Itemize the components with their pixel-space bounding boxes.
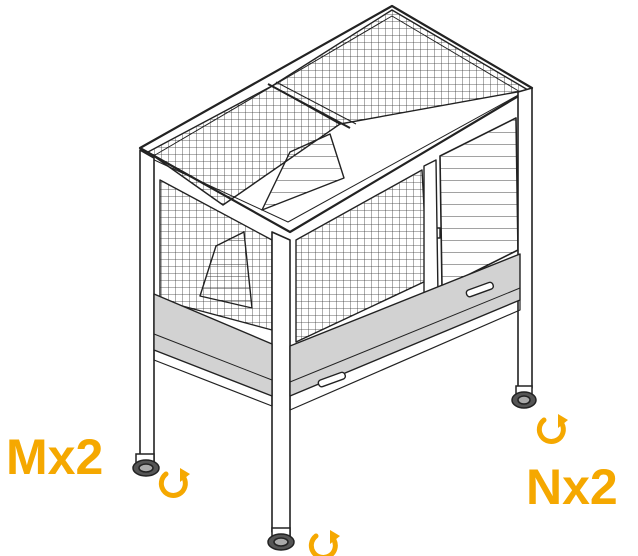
post-front-left bbox=[139, 149, 155, 465]
post-front-mid bbox=[271, 231, 291, 537]
caster-wheel-icon bbox=[511, 385, 537, 409]
label-n-quantity: Nx2 bbox=[526, 459, 618, 515]
caster-wheel-icon bbox=[267, 527, 295, 551]
caster-wheel-icon bbox=[132, 453, 160, 477]
lid-divider bbox=[267, 83, 351, 129]
post-door-divider bbox=[423, 159, 439, 301]
tray-handle-right bbox=[465, 281, 495, 298]
post-right bbox=[517, 87, 533, 393]
label-m-quantity: Mx2 bbox=[6, 429, 104, 485]
rotate-arrow-icon bbox=[536, 414, 568, 444]
ramp-lower bbox=[199, 231, 253, 309]
ramp-upper bbox=[261, 133, 345, 211]
rotate-arrow-icon bbox=[158, 468, 190, 498]
tray-handle-left bbox=[317, 371, 347, 388]
rotate-arrow-icon bbox=[308, 530, 340, 556]
